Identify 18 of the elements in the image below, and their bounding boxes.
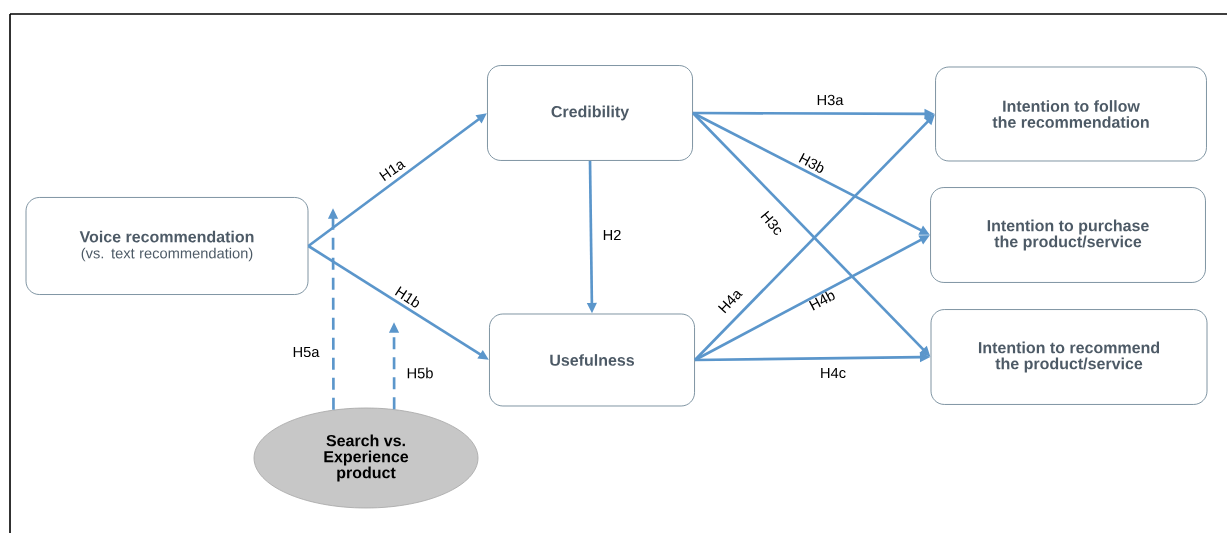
edge-label: H3a <box>817 94 844 106</box>
edge-label: H5a <box>293 346 320 358</box>
process-box: Usefulness <box>489 313 695 407</box>
process-box: Voice recommendation (vs. text recommendation) <box>25 197 309 295</box>
process-box: Intention to follow the recommendation <box>935 66 1207 162</box>
edge-label: H2 <box>603 229 621 241</box>
process-box: Credibility <box>487 65 693 161</box>
edge-label: H4b <box>808 291 835 311</box>
edge-label: H3b <box>798 152 824 173</box>
edge-label: H1b <box>394 286 420 308</box>
edge-label: H5b <box>407 367 433 379</box>
edge-label: H1a <box>379 161 406 182</box>
process-box: Intention to recommend the product/service <box>930 309 1208 405</box>
process-box: Intention to purchase the product/service <box>930 187 1206 283</box>
edge-label: H4c <box>821 367 846 379</box>
ellipse-node: Search vs. Experience product <box>253 407 479 509</box>
edge-label: H4a <box>717 291 743 314</box>
edge-label: H3c <box>760 210 782 235</box>
